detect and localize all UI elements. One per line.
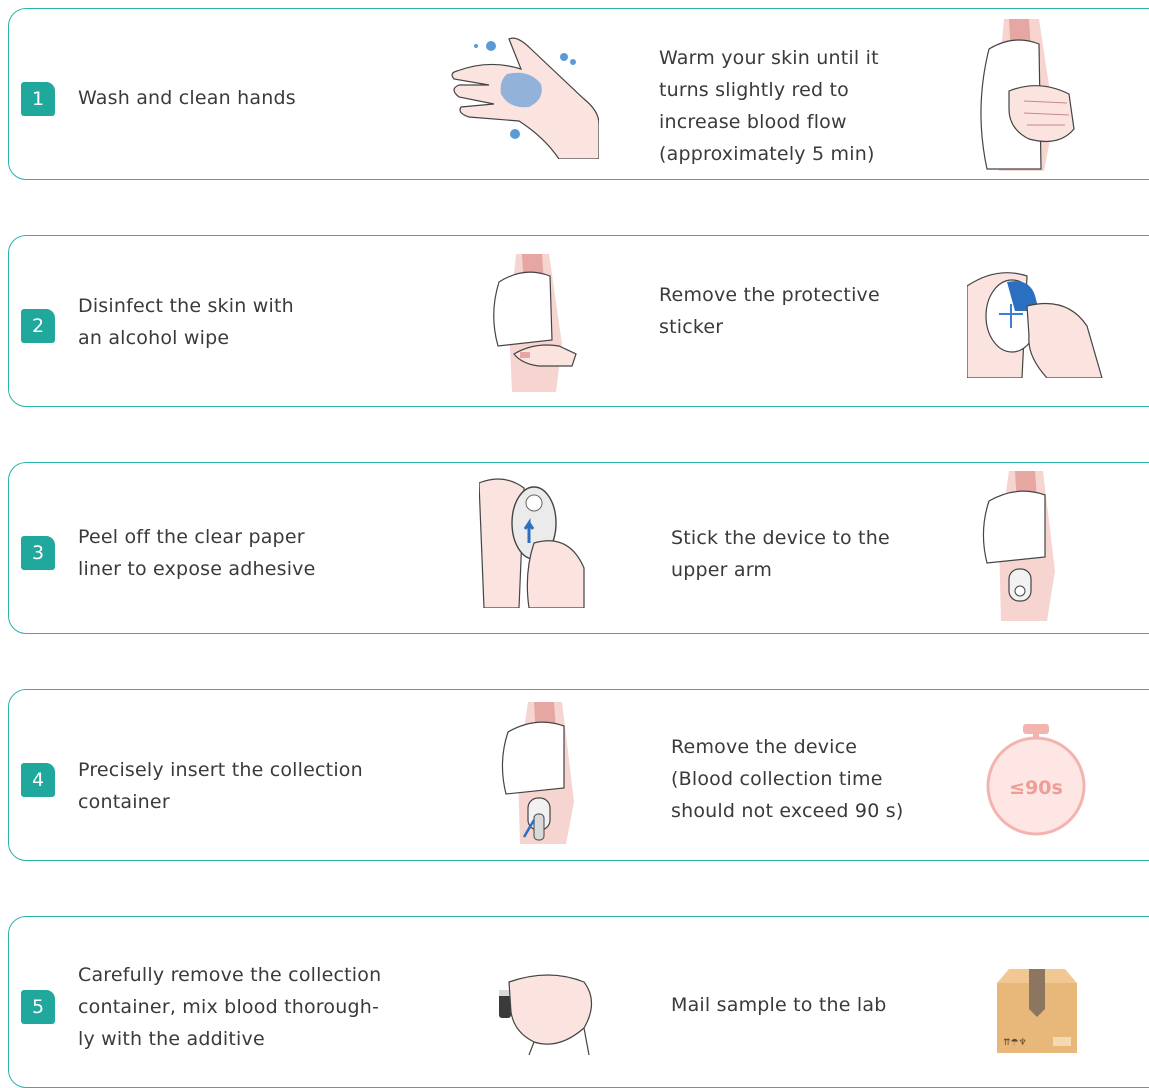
shipping-box-illustration: ⇈☂♆ [989,967,1085,1057]
step-card-3: 3 Peel off the clear paper liner to expo… [8,462,1149,634]
step-number-badge: 1 [21,82,55,116]
step-card-1: 1 Wash and clean hands Warm your skin un… [8,8,1149,180]
step-right-instruction: Remove the protective sticker [659,279,880,343]
svg-text:⇈☂♆: ⇈☂♆ [1003,1038,1027,1048]
arm-warming-illustration [969,19,1079,171]
step-card-2: 2 Disinfect the skin with an alcohol wip… [8,235,1149,407]
step-right-instruction: Remove the device (Blood collection time… [671,731,903,827]
timer-illustration: ≤90s [979,724,1093,838]
insert-container-illustration [494,702,594,844]
remove-sticker-illustration [967,266,1107,378]
step-left-instruction: Precisely insert the collection containe… [78,754,363,818]
mix-container-illustration [489,960,599,1055]
step-left-instruction: Peel off the clear paper liner to expose… [78,521,316,585]
stick-device-arm-illustration [975,471,1075,621]
alcohol-wipe-illustration [484,254,584,392]
step-number-badge: 3 [21,536,55,570]
step-card-4: 4 Precisely insert the collection contai… [8,689,1149,861]
step-number-badge: 5 [21,990,55,1024]
step-left-instruction: Disinfect the skin with an alcohol wipe [78,290,294,354]
peel-liner-illustration [479,473,589,608]
step-left-instruction: Carefully remove the collection containe… [78,959,381,1055]
step-left-instruction: Wash and clean hands [78,82,296,114]
timer-label: ≤90s [1009,777,1063,799]
step-number-badge: 4 [21,763,55,797]
hand-washing-illustration [449,29,599,159]
step-number-badge: 2 [21,309,55,343]
step-right-instruction: Warm your skin until it turns slightly r… [659,42,879,170]
step-card-5: 5 Carefully remove the collection contai… [8,916,1149,1088]
step-right-instruction: Mail sample to the lab [671,989,886,1021]
step-right-instruction: Stick the device to the upper arm [671,522,890,586]
